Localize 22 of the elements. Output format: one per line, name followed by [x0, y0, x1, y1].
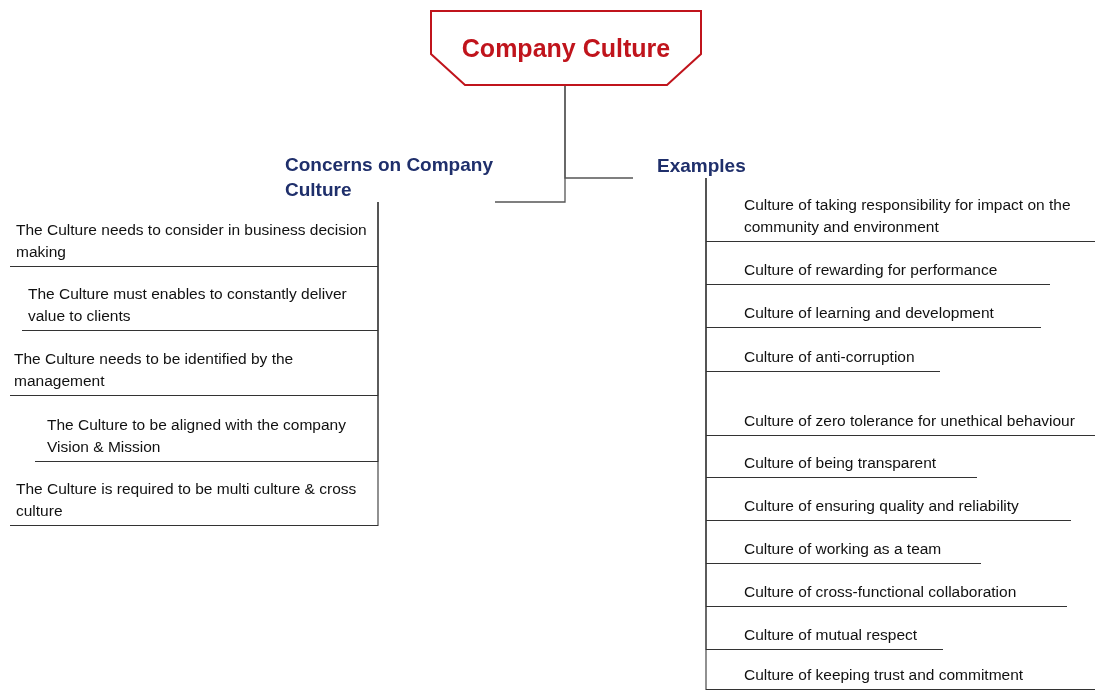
- item-text: The Culture must enables to constantly deliver value to clients: [28, 284, 348, 326]
- item-text: The Culture needs to be identified by the management: [14, 349, 295, 391]
- item-text: Culture of zero tolerance for unethical behaviour: [744, 411, 1076, 431]
- item-text: Culture of taking responsibility for impact on the community and environment: [744, 195, 1072, 237]
- item-text: Culture of keeping trust and commitment: [744, 665, 1025, 685]
- item-text: The Culture needs to consider in business decision making: [16, 220, 368, 262]
- connector-line: [377, 201, 379, 527]
- item-text: Culture of being transparent: [744, 453, 938, 473]
- item-text: Culture of rewarding for performance: [744, 260, 999, 280]
- item-text: Culture of anti-corruption: [744, 347, 916, 367]
- title-hexagon: [430, 10, 702, 86]
- title-text: Company Culture: [461, 33, 671, 63]
- connector-line: [564, 85, 634, 179]
- item-text: Culture of mutual respect: [744, 625, 919, 645]
- item-text: Culture of cross-functional collaboration: [744, 582, 1018, 602]
- item-text: The Culture to be aligned with the company Vision & Mission: [47, 415, 347, 457]
- item-text: Culture of ensuring quality and reliability: [744, 496, 1020, 516]
- heading-text: Examples: [657, 154, 747, 178]
- item-text: The Culture is required to be multi culture & cross culture: [16, 479, 358, 521]
- heading-text: Concerns on Company Culture: [285, 153, 494, 202]
- item-text: Culture of working as a team: [744, 539, 943, 559]
- item-text: Culture of learning and development: [744, 303, 995, 323]
